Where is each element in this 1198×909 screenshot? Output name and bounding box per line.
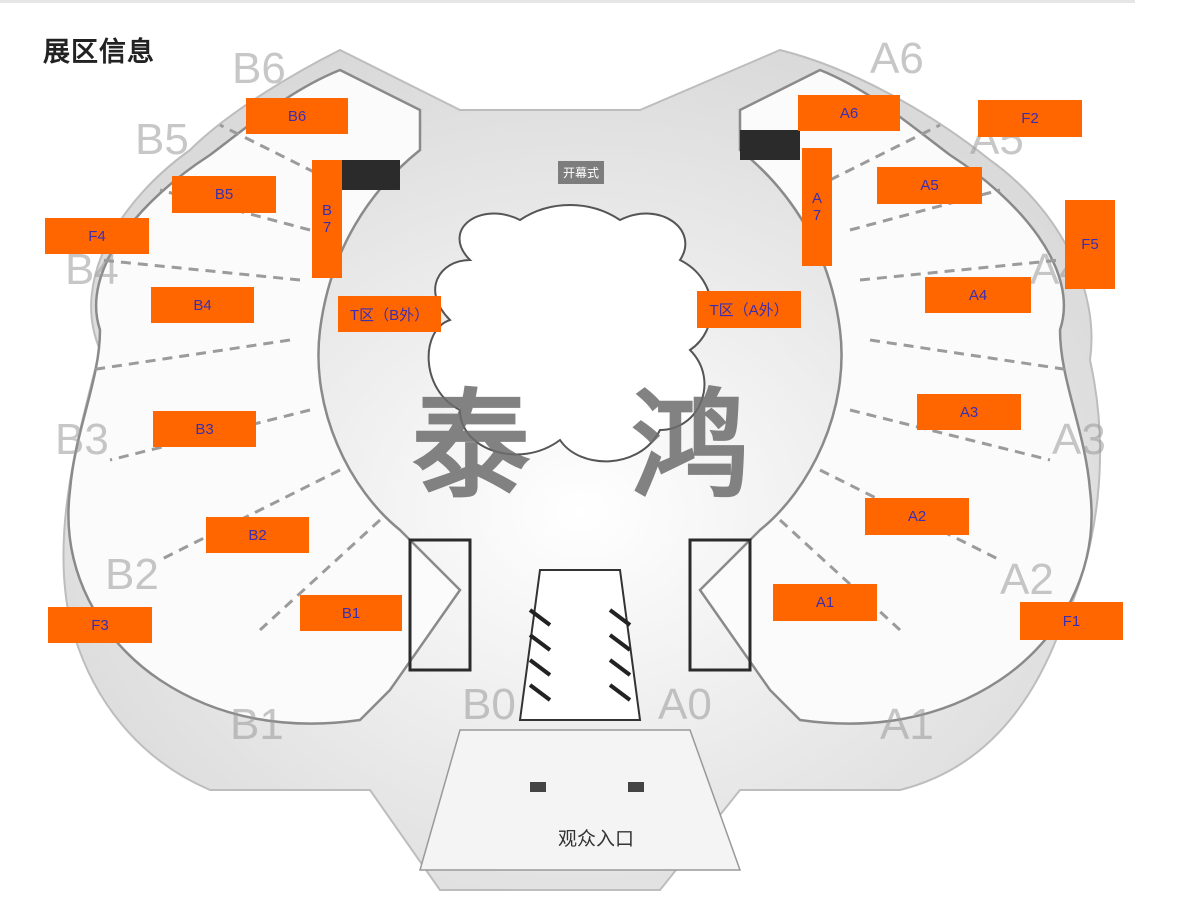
zone-t-a[interactable]: T区（A外） (697, 291, 801, 328)
page-title: 展区信息 (43, 37, 155, 68)
zone-f4[interactable]: F4 (45, 218, 149, 254)
zone-b1[interactable]: B1 (300, 595, 402, 631)
ghost-label: B1 (230, 700, 284, 749)
zone-a4[interactable]: A4 (925, 277, 1031, 313)
zone-b7[interactable]: B7 (312, 160, 342, 278)
zone-f2[interactable]: F2 (978, 100, 1082, 137)
zone-f5[interactable]: F5 (1065, 200, 1115, 289)
opening-ceremony-label: 开幕式 (558, 161, 605, 184)
zone-b4[interactable]: B4 (151, 287, 254, 323)
ghost-label: A6 (870, 34, 924, 83)
ghost-label: A2 (1000, 555, 1054, 604)
zone-b6[interactable]: B6 (246, 98, 348, 134)
ghost-label: B6 (232, 44, 286, 93)
zone-a2[interactable]: A2 (865, 498, 969, 535)
ghost-label: A3 (1052, 415, 1106, 464)
venue-map: B6 B5 B4 B3 B2 B1 B0 A0 A1 A2 A3 A4 A5 A… (40, 30, 1123, 905)
zone-a7[interactable]: A7 (802, 148, 832, 266)
zone-a3[interactable]: A3 (917, 394, 1021, 430)
watermark-text: 泰 鸿 (412, 377, 780, 515)
ghost-label: B0 (462, 680, 516, 729)
ghost-label: B5 (135, 115, 189, 164)
zone-t-b[interactable]: T区（B外） (338, 296, 441, 332)
ghost-label: B3 (55, 415, 109, 464)
zone-f3[interactable]: F3 (48, 607, 152, 643)
zone-b3[interactable]: B3 (153, 411, 256, 447)
ghost-label: B2 (105, 550, 159, 599)
zone-a6[interactable]: A6 (798, 95, 900, 131)
zone-b2[interactable]: B2 (206, 517, 309, 553)
zone-f1[interactable]: F1 (1020, 602, 1123, 640)
ghost-label: A0 (658, 680, 712, 729)
zone-a1[interactable]: A1 (773, 584, 877, 621)
zone-b5[interactable]: B5 (172, 176, 276, 213)
top-divider (0, 0, 1135, 3)
ghost-label: A1 (880, 700, 934, 749)
entrance-label: 观众入口 (558, 828, 635, 850)
zone-a5[interactable]: A5 (877, 167, 982, 204)
